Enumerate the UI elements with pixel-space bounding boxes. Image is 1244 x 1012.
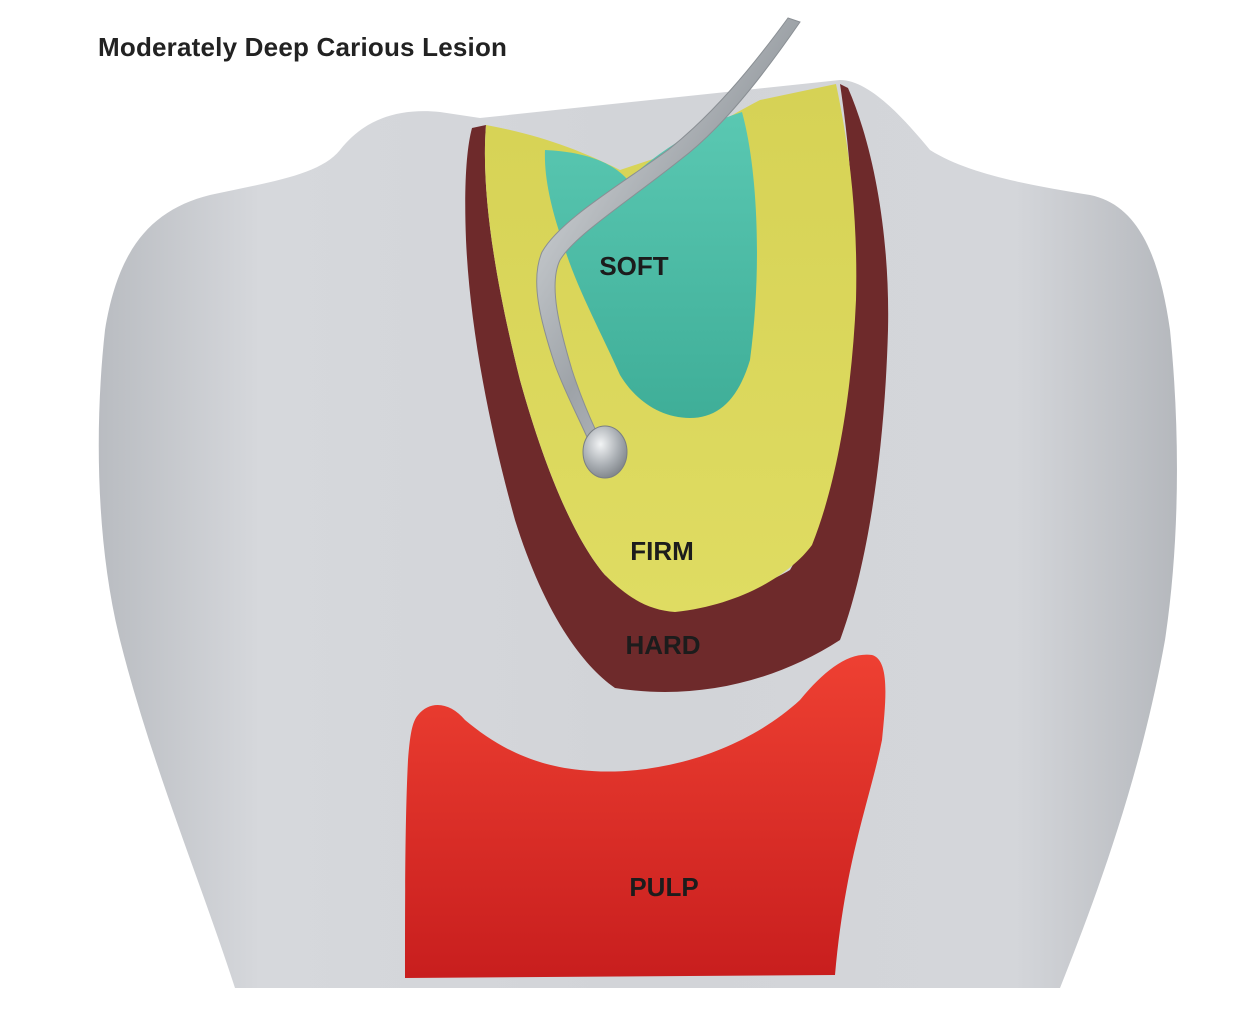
soft-label: SOFT <box>599 251 668 281</box>
firm-label: FIRM <box>630 536 694 566</box>
soft-layer <box>544 112 757 418</box>
pulp-label: PULP <box>629 872 698 902</box>
pulp-chamber <box>405 654 886 978</box>
diagram-title: Moderately Deep Carious Lesion <box>98 32 508 62</box>
hard-label: HARD <box>625 630 700 660</box>
hard-layer <box>465 84 889 692</box>
spoon-excavator-instrument <box>536 17 801 479</box>
